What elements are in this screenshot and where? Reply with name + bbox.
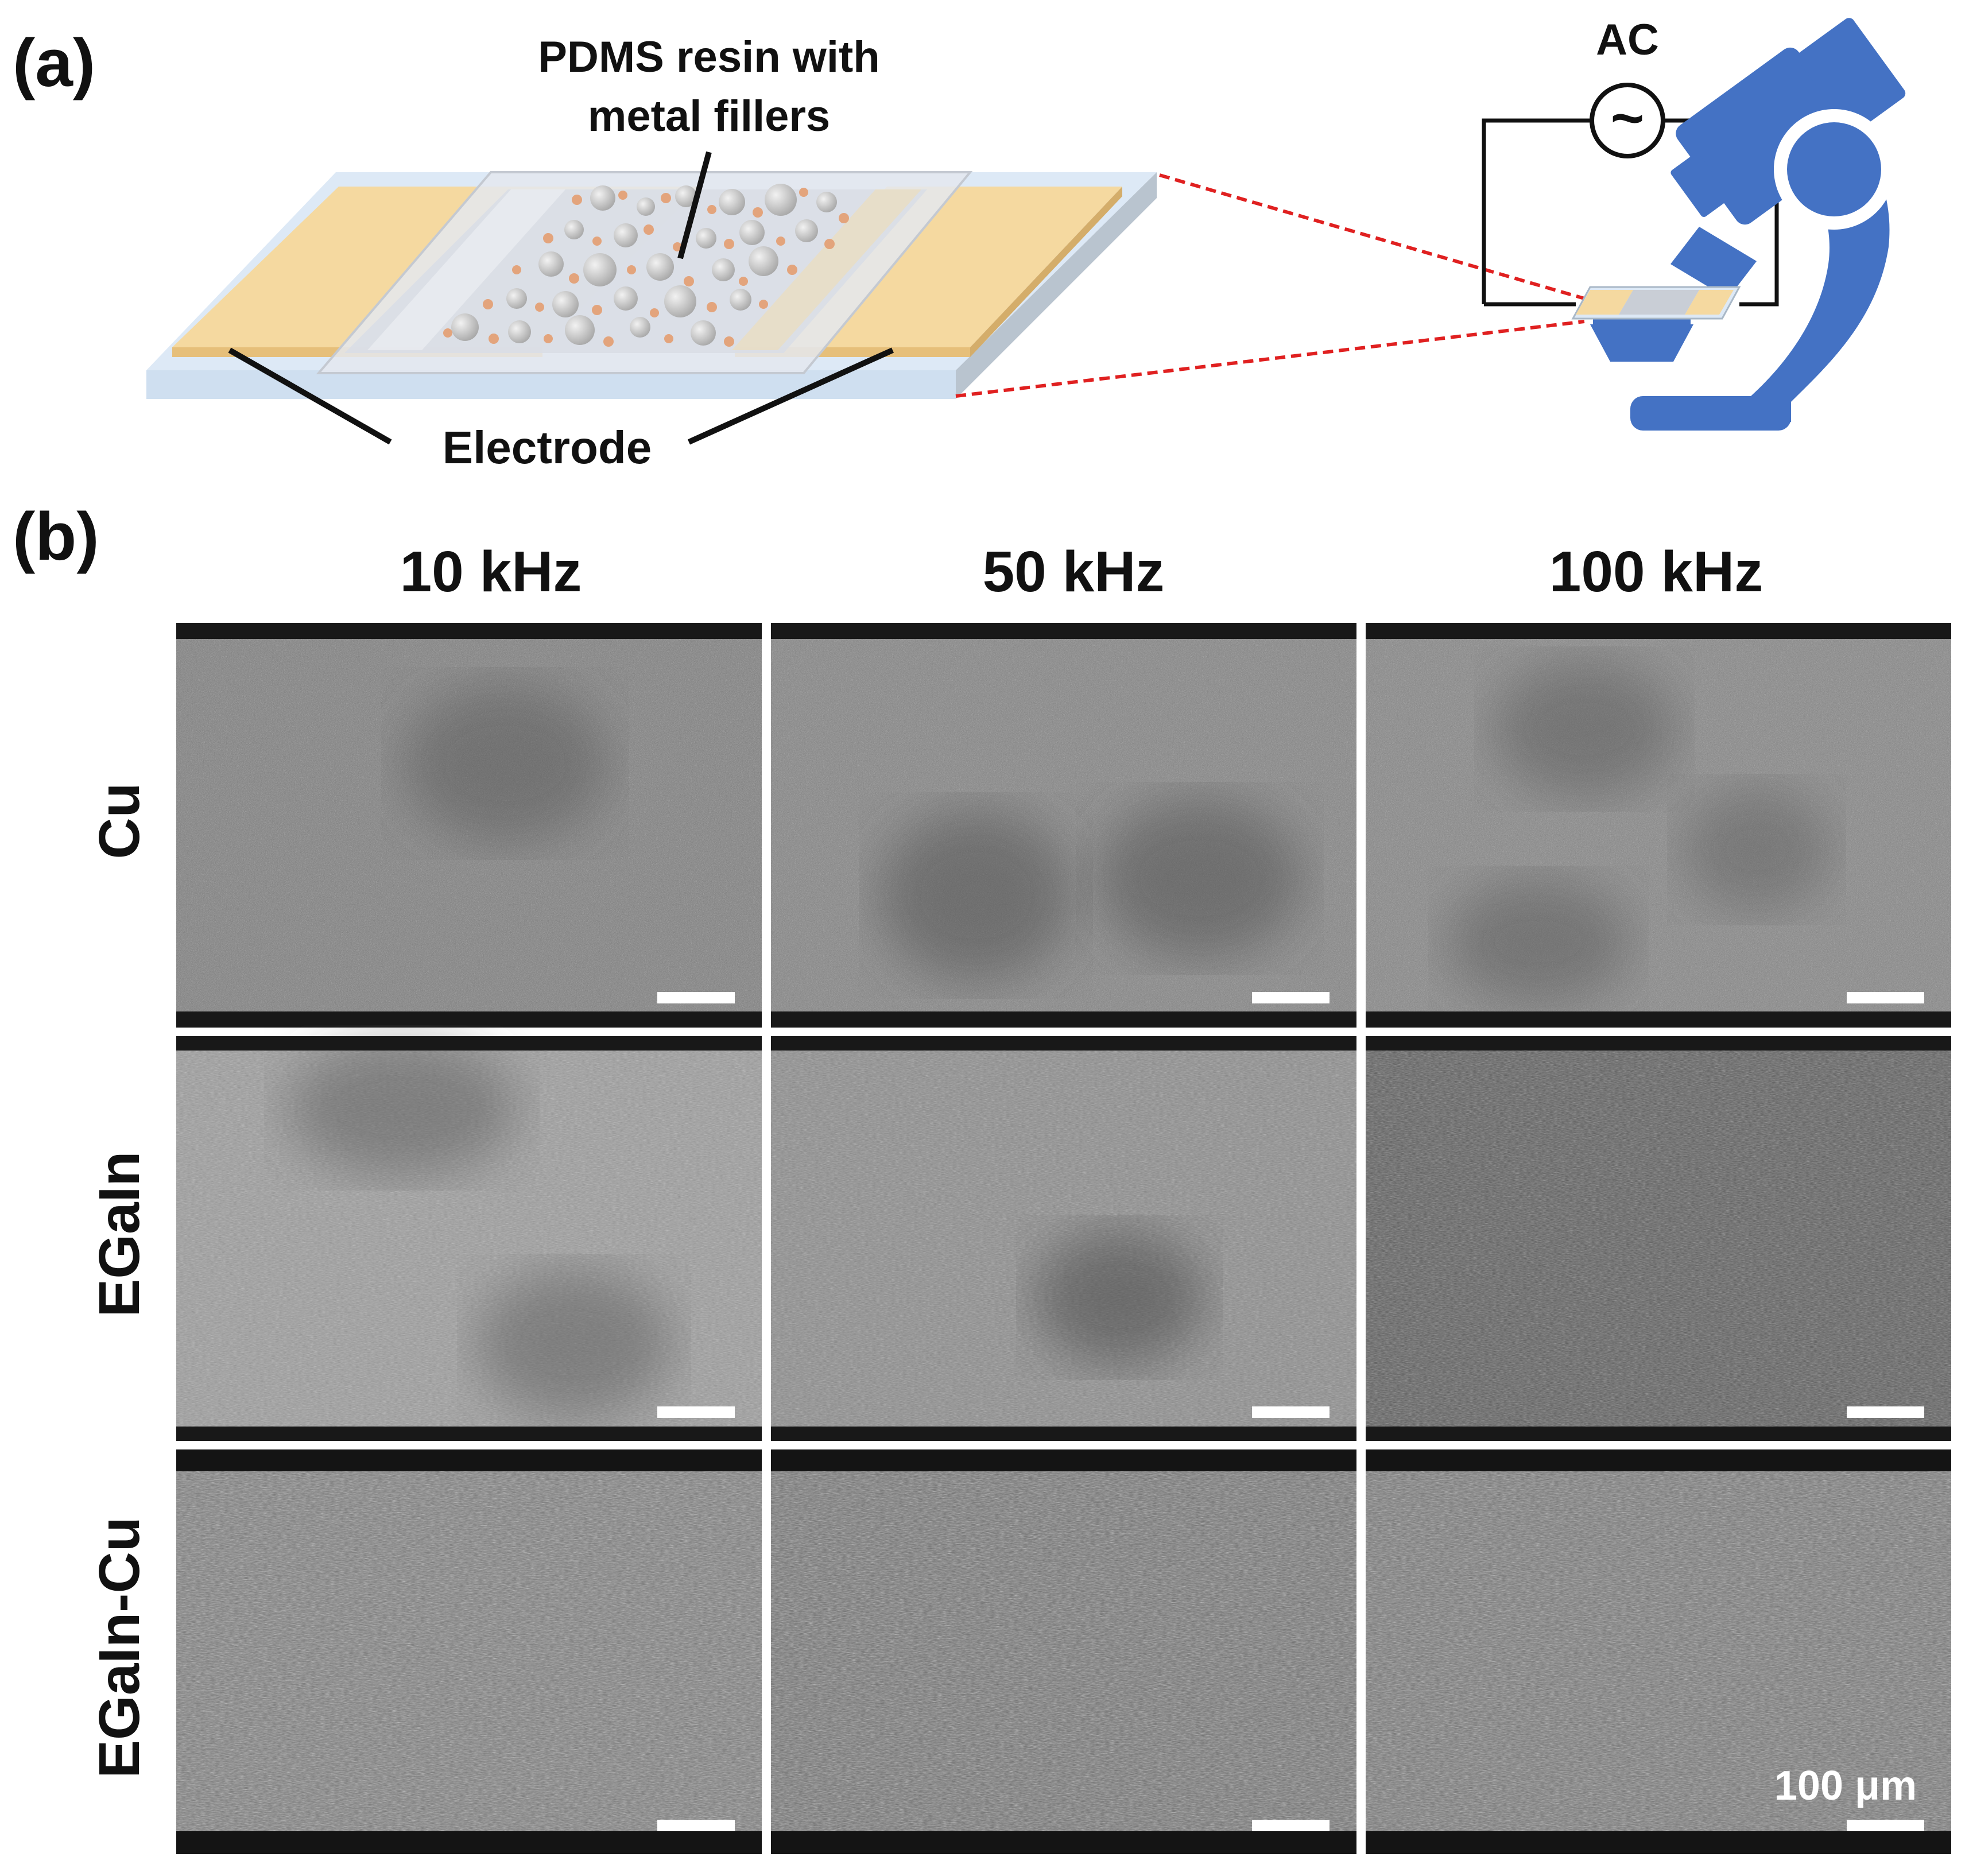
scale-bar xyxy=(1847,1820,1924,1831)
micrograph-cu-50khz xyxy=(771,623,1356,1028)
micrograph-egain-50khz xyxy=(771,1036,1356,1441)
zoom-line-top xyxy=(1159,173,1585,300)
scale-bar-label: 100 μm xyxy=(1774,1763,1917,1809)
panel-a-label: (a) xyxy=(13,25,95,101)
micrograph-egain-100khz xyxy=(1366,1036,1951,1441)
electrode-leader-right xyxy=(687,347,894,445)
scale-bar xyxy=(1252,1406,1330,1418)
sample-on-stage xyxy=(1571,286,1741,320)
electrode-label: Electrode xyxy=(443,422,652,473)
micrograph-egain-cu-50khz xyxy=(771,1449,1356,1854)
metal-filler-particles xyxy=(451,184,837,346)
copper-filler-particles xyxy=(443,188,849,347)
electrode-leader-left xyxy=(228,347,392,445)
row-label-egain-cu: EGaIn-Cu xyxy=(87,1517,152,1778)
scale-bar xyxy=(1252,992,1330,1003)
micrograph-cu-10khz xyxy=(176,623,762,1028)
scale-bars xyxy=(657,992,1924,1831)
micrograph-egain-cu-10khz xyxy=(176,1449,762,1854)
row-label-cu: Cu xyxy=(87,782,152,859)
panel-b-label: (b) xyxy=(13,499,99,575)
resin-label-line2: metal fillers xyxy=(588,92,830,141)
scale-bar xyxy=(657,992,735,1003)
ac-source-icon xyxy=(1590,83,1665,158)
scale-bar xyxy=(657,1820,735,1831)
scale-bar xyxy=(657,1406,735,1418)
column-header-10khz: 10 kHz xyxy=(400,540,582,604)
ac-symbol: ~ xyxy=(1611,86,1644,150)
micrograph-egain-10khz xyxy=(176,1036,762,1441)
scale-bar xyxy=(1847,992,1924,1003)
zoom-line-bottom xyxy=(955,320,1585,398)
resin-leader-line xyxy=(677,151,712,259)
ac-label: AC xyxy=(1596,15,1659,64)
row-label-egain: EGaIn xyxy=(87,1152,152,1317)
scale-bar xyxy=(1847,1406,1924,1418)
micrograph-cu-100khz xyxy=(1366,623,1951,1028)
micrograph-egain-cu-100khz xyxy=(1366,1449,1951,1854)
resin-label-line1: PDMS resin with xyxy=(538,33,879,82)
column-header-100khz: 100 kHz xyxy=(1549,540,1763,604)
microscope-icon xyxy=(1590,18,1906,431)
column-header-50khz: 50 kHz xyxy=(983,540,1165,604)
scale-bar xyxy=(1252,1820,1330,1831)
